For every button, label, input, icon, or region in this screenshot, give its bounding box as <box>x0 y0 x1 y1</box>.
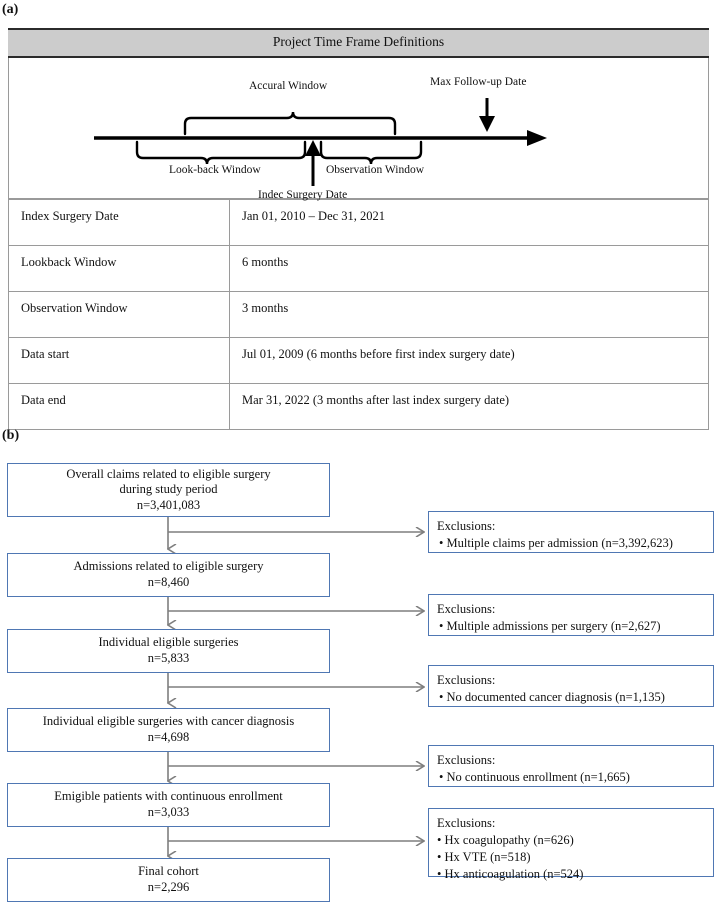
exclusion-item: • Multiple claims per admission (n=3,392… <box>439 535 673 550</box>
exclusion-box-1[interactable]: Exclusions: • Multiple claims per admiss… <box>428 511 714 553</box>
table-row: Lookback Window 6 months <box>9 245 708 292</box>
flow-box-line: Individual eligible surgeries with cance… <box>42 714 295 729</box>
timeline-arrowhead <box>527 129 547 146</box>
row-value: Mar 31, 2022 (3 months after last index … <box>229 383 708 430</box>
flow-box-line: n=3,401,083 <box>136 497 201 512</box>
exclusion-item: • Hx VTE (n=518) <box>437 849 531 864</box>
flow-box-line: Emigible patients with continuous enroll… <box>54 789 283 804</box>
row-label: Observation Window <box>9 291 230 338</box>
flow-box-admissions[interactable]: Admissions related to eligible surgery n… <box>7 553 330 597</box>
time-frame-title: Project Time Frame Definitions <box>8 28 709 58</box>
time-frame-table: Index Surgery Date Jan 01, 2010 – Dec 31… <box>9 198 708 430</box>
flow-box-line: n=4,698 <box>147 730 190 744</box>
row-value: 6 months <box>229 245 708 292</box>
lookback-window-label: Look-back Window <box>169 163 261 176</box>
exclusion-item: • Multiple admissions per surgery (n=2,6… <box>439 618 661 633</box>
flow-box-continuous-enrollment[interactable]: Emigible patients with continuous enroll… <box>7 783 330 827</box>
exclusion-box-5[interactable]: Exclusions: • Hx coagulopathy (n=626) • … <box>428 808 714 881</box>
flow-box-line: Individual eligible surgeries <box>98 635 239 650</box>
table-row: Index Surgery Date Jan 01, 2010 – Dec 31… <box>9 198 708 246</box>
table-row: Data end Mar 31, 2022 (3 months after la… <box>9 383 708 430</box>
flow-box-line: n=5,833 <box>147 651 190 665</box>
row-label: Data start <box>9 337 230 384</box>
accrual-window-label: Accural Window <box>249 79 328 92</box>
exclusion-box-2[interactable]: Exclusions: • Multiple admissions per su… <box>428 594 714 636</box>
exclusion-box-3[interactable]: Exclusions: • No documented cancer diagn… <box>428 665 714 707</box>
table-row: Observation Window 3 months <box>9 291 708 338</box>
lookback-brace <box>135 140 307 164</box>
exclusion-item: • No documented cancer diagnosis (n=1,13… <box>439 689 665 704</box>
max-followup-date-label: Max Follow-up Date <box>430 75 527 88</box>
exclusion-title: Exclusions: <box>437 602 496 616</box>
exclusion-item: • Hx anticoagulation (n=524) <box>437 866 584 881</box>
observation-window-label: Observation Window <box>326 163 425 176</box>
flow-box-line: Admissions related to eligible surgery <box>73 559 264 574</box>
table-row: Data start Jul 01, 2009 (6 months before… <box>9 337 708 384</box>
time-frame-table-wrapper: Index Surgery Date Jan 01, 2010 – Dec 31… <box>8 198 709 430</box>
flow-box-overall-claims[interactable]: Overall claims related to eligible surge… <box>7 463 330 517</box>
flow-box-line: during study period <box>119 482 218 497</box>
flow-box-line: Overall claims related to eligible surge… <box>66 466 271 481</box>
timeline-svg <box>94 97 547 186</box>
exclusion-title: Exclusions: <box>437 753 496 767</box>
index-surgery-arrowhead <box>305 139 321 156</box>
project-time-frame-panel: Project Time Frame Definitions Accural W… <box>8 28 709 430</box>
panel-b-label: (b) <box>2 428 20 443</box>
row-value: Jan 01, 2010 – Dec 31, 2021 <box>229 198 708 246</box>
flow-box-line: n=3,033 <box>147 805 190 819</box>
flow-box-line: n=8,460 <box>147 575 190 589</box>
row-value: 3 months <box>229 291 708 338</box>
exclusion-title: Exclusions: <box>437 519 496 533</box>
flow-box-final-cohort[interactable]: Final cohort n=2,296 <box>7 858 330 902</box>
panel-a-label: (a) <box>2 2 19 17</box>
exclusion-title: Exclusions: <box>437 816 496 830</box>
row-label: Data end <box>9 383 230 430</box>
row-label: Index Surgery Date <box>9 198 230 246</box>
row-label: Lookback Window <box>9 245 230 292</box>
exclusion-item: • Hx coagulopathy (n=626) <box>437 832 574 847</box>
row-value: Jul 01, 2009 (6 months before first inde… <box>229 337 708 384</box>
flow-box-line: n=2,296 <box>147 880 190 894</box>
exclusion-title: Exclusions: <box>437 673 496 687</box>
observation-brace <box>319 140 423 164</box>
exclusion-item: • No continuous enrollment (n=1,665) <box>439 769 630 784</box>
timeline-diagram: Accural Window Look-back Window Observat… <box>8 57 709 201</box>
index-surgery-date-label: Indec Surgery Date <box>258 188 348 201</box>
flow-box-line: Final cohort <box>138 864 199 879</box>
exclusion-box-4[interactable]: Exclusions: • No continuous enrollment (… <box>428 745 714 787</box>
flow-box-individual-surgeries[interactable]: Individual eligible surgeries n=5,833 <box>7 629 330 673</box>
flow-box-surgeries-with-cancer[interactable]: Individual eligible surgeries with cance… <box>7 708 330 752</box>
accrual-brace <box>183 111 397 136</box>
max-followup-arrowhead <box>479 115 495 132</box>
cohort-flowchart-panel: Overall claims related to eligible surge… <box>0 425 717 904</box>
